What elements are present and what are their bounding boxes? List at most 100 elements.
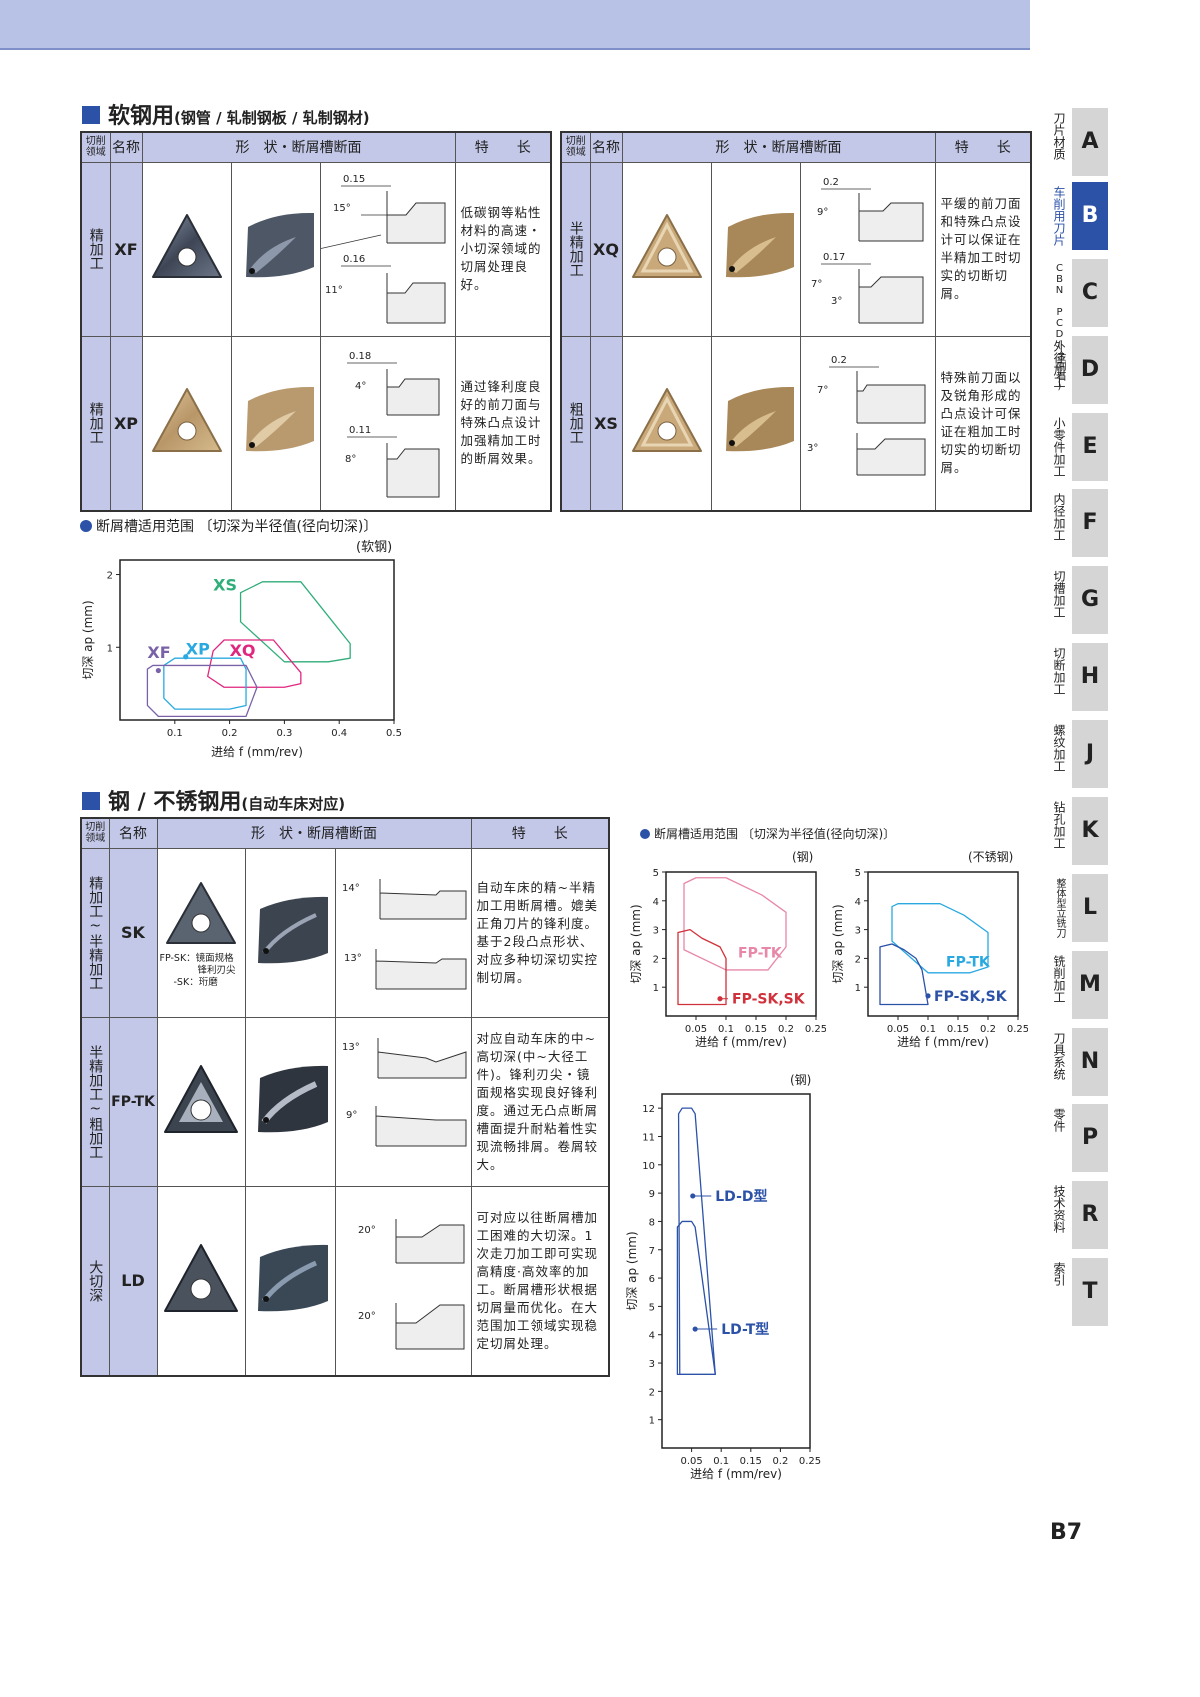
insert-top-image: FP-SK：镜面规格 锋利刃尖 -SK：珩磨	[156, 847, 246, 1018]
insert-closeup-image	[710, 161, 801, 337]
range-region-fp-tk	[683, 877, 787, 971]
x-tick-label: 0.5	[386, 728, 402, 739]
range-marker-xf	[155, 667, 161, 674]
table-row-fp-tk: 半精加工~粗加工 FP-TK 13° 9° 对应自动车床的中~高切深(中~大径工…	[80, 1016, 610, 1187]
header-shape: 形 状・断屑槽断面	[621, 131, 936, 163]
chart2-note: (钢)	[792, 850, 814, 864]
tab-e[interactable]: E	[1072, 413, 1108, 481]
chipbreaker-section-diagrams: 0.2 9° 0.17 7° 3°	[799, 161, 936, 337]
y-axis-label: 切深 ap (mm)	[629, 904, 643, 983]
angle-label: 4°	[355, 381, 366, 392]
region-cell: 精加工	[80, 335, 111, 511]
bullet-dot-icon	[80, 520, 92, 532]
tab-h[interactable]: H	[1072, 643, 1108, 711]
header-feature: 特 长	[470, 817, 610, 849]
insert-name: SK	[108, 847, 158, 1018]
x-tick-label: 0.05	[680, 1456, 702, 1467]
tab-b[interactable]: B	[1072, 182, 1108, 250]
header-shape: 形 状・断屑槽断面	[141, 131, 456, 163]
range-region-fp-sk-sk	[677, 928, 727, 1006]
y-tick-label: 9	[649, 1189, 655, 1200]
angle-label: 9°	[346, 1110, 357, 1121]
region-cell: 大切深	[80, 1185, 110, 1376]
dimension-label: 0.11	[349, 425, 371, 436]
mild-steel-table-right: 切削领域 名称 形 状・断屑槽断面 特 长 半精加工 XQ 0.2 9° 0.1…	[560, 131, 1033, 512]
y-tick-label: 4	[649, 1331, 655, 1342]
series-label-ld-d: LD-D型	[715, 1188, 767, 1205]
insert-name: XP	[109, 335, 143, 511]
series-label-xs: XS	[213, 575, 237, 594]
tab-label-n: 刀具系统	[1052, 1032, 1066, 1080]
section-title-mild-steel: 软钢用(钢管 / 轧制钢板 / 轧制钢材)	[82, 98, 370, 130]
insert-name: XS	[589, 335, 623, 511]
section-square-icon	[82, 106, 100, 124]
series-label-xp: XP	[186, 639, 210, 658]
tab-g[interactable]: G	[1072, 566, 1108, 634]
chart2-heading: 断屑槽适用范围 〔切深为半径值(径向切深)〕	[640, 825, 895, 842]
insert-name: XF	[109, 161, 143, 337]
tab-r[interactable]: R	[1072, 1181, 1108, 1249]
chipbreaker-section-diagrams: 0.15 15° 0.16 11°	[319, 161, 456, 337]
y-tick-label: 3	[649, 1359, 655, 1370]
region-cell: 粗加工	[560, 335, 591, 511]
tab-f[interactable]: F	[1072, 489, 1108, 557]
angle-label: 13°	[342, 1042, 360, 1053]
insert-closeup-image	[244, 1016, 336, 1187]
y-tick-label: 4	[653, 897, 659, 908]
insert-top-image	[156, 1185, 246, 1376]
series-label-fp-tk: FP-TK	[738, 946, 783, 962]
angle-label: 11°	[325, 285, 343, 296]
tab-n[interactable]: N	[1072, 1028, 1108, 1096]
section-subtitle: (自动车床对应)	[241, 795, 346, 813]
tab-label-g: 切槽加工	[1052, 570, 1066, 618]
tab-c[interactable]: C	[1072, 259, 1108, 327]
x-tick-label: 0.2	[980, 1024, 996, 1035]
tab-m[interactable]: M	[1072, 951, 1108, 1019]
angle-label: 7°	[817, 385, 828, 396]
y-axis-label: 切深 ap (mm)	[81, 600, 95, 679]
y-tick-label: 10	[642, 1161, 655, 1172]
tab-label-t: 索引	[1052, 1262, 1066, 1286]
angle-label: 20°	[358, 1311, 376, 1322]
bullet-dot-icon	[640, 829, 650, 839]
header-name: 名称	[108, 817, 158, 849]
tab-j[interactable]: J	[1072, 720, 1108, 788]
mild-steel-table-left: 切削领域 名称 形 状・断屑槽断面 特 长 精加工 XF 0.15 15° 0.…	[80, 131, 553, 512]
x-tick-label: 0.05	[887, 1024, 909, 1035]
table-row-sk: 精加工~半精加工 SK FP-SK：镜面规格 锋利刃尖 -SK：珩磨 14° 1…	[80, 847, 610, 1018]
range-region-fp-tk	[891, 903, 989, 974]
tab-label-f: 内径加工	[1052, 493, 1066, 541]
chipbreaker-section-diagrams: 20° 20°	[334, 1185, 472, 1376]
y-tick-label: 1	[855, 983, 861, 994]
tab-k[interactable]: K	[1072, 797, 1108, 865]
chipbreaker-section-diagrams: 13° 9°	[334, 1016, 472, 1187]
tab-l[interactable]: L	[1072, 874, 1108, 942]
y-tick-label: 2	[653, 954, 659, 965]
x-tick-label: 0.15	[947, 1024, 969, 1035]
tab-label-m: 铣削加工	[1052, 955, 1066, 1003]
insert-top-image	[141, 335, 232, 511]
chipbreaker-section-diagrams: 0.18 4° 0.11 8°	[319, 335, 456, 511]
range-region-xq	[207, 639, 302, 688]
chipbreaker-section-diagrams: 0.2 7° 3°	[799, 335, 936, 511]
header-feature: 特 长	[454, 131, 552, 163]
dimension-label: 0.2	[831, 355, 847, 366]
header-name: 名称	[589, 131, 623, 163]
tab-d[interactable]: D	[1072, 336, 1108, 404]
caption-line: 锋利刃尖	[197, 964, 236, 976]
dimension-label: 0.2	[823, 177, 839, 188]
tab-label-h: 切断加工	[1052, 647, 1066, 695]
tab-a[interactable]: A	[1072, 108, 1108, 176]
series-label-fp-sk-sk: FP-SK,SK	[934, 989, 1008, 1005]
tab-t[interactable]: T	[1072, 1258, 1108, 1326]
y-axis-label: 切深 ap (mm)	[625, 1231, 639, 1310]
angle-label: 9°	[817, 207, 828, 218]
header-feature: 特 长	[934, 131, 1032, 163]
table-row-xs: 粗加工 XS 0.2 7° 3° 特殊前刀面以及锐角形成的凸点设计可保证在粗加工…	[560, 335, 1032, 511]
range-region-xs	[239, 581, 351, 663]
section-title-text: 软钢用	[108, 104, 175, 129]
series-label-ld-t: LD-T型	[721, 1321, 769, 1338]
section-subtitle: (钢管 / 轧制钢板 / 轧制钢材)	[174, 109, 370, 127]
tab-p[interactable]: P	[1072, 1104, 1108, 1172]
insert-closeup-image	[244, 847, 336, 1018]
